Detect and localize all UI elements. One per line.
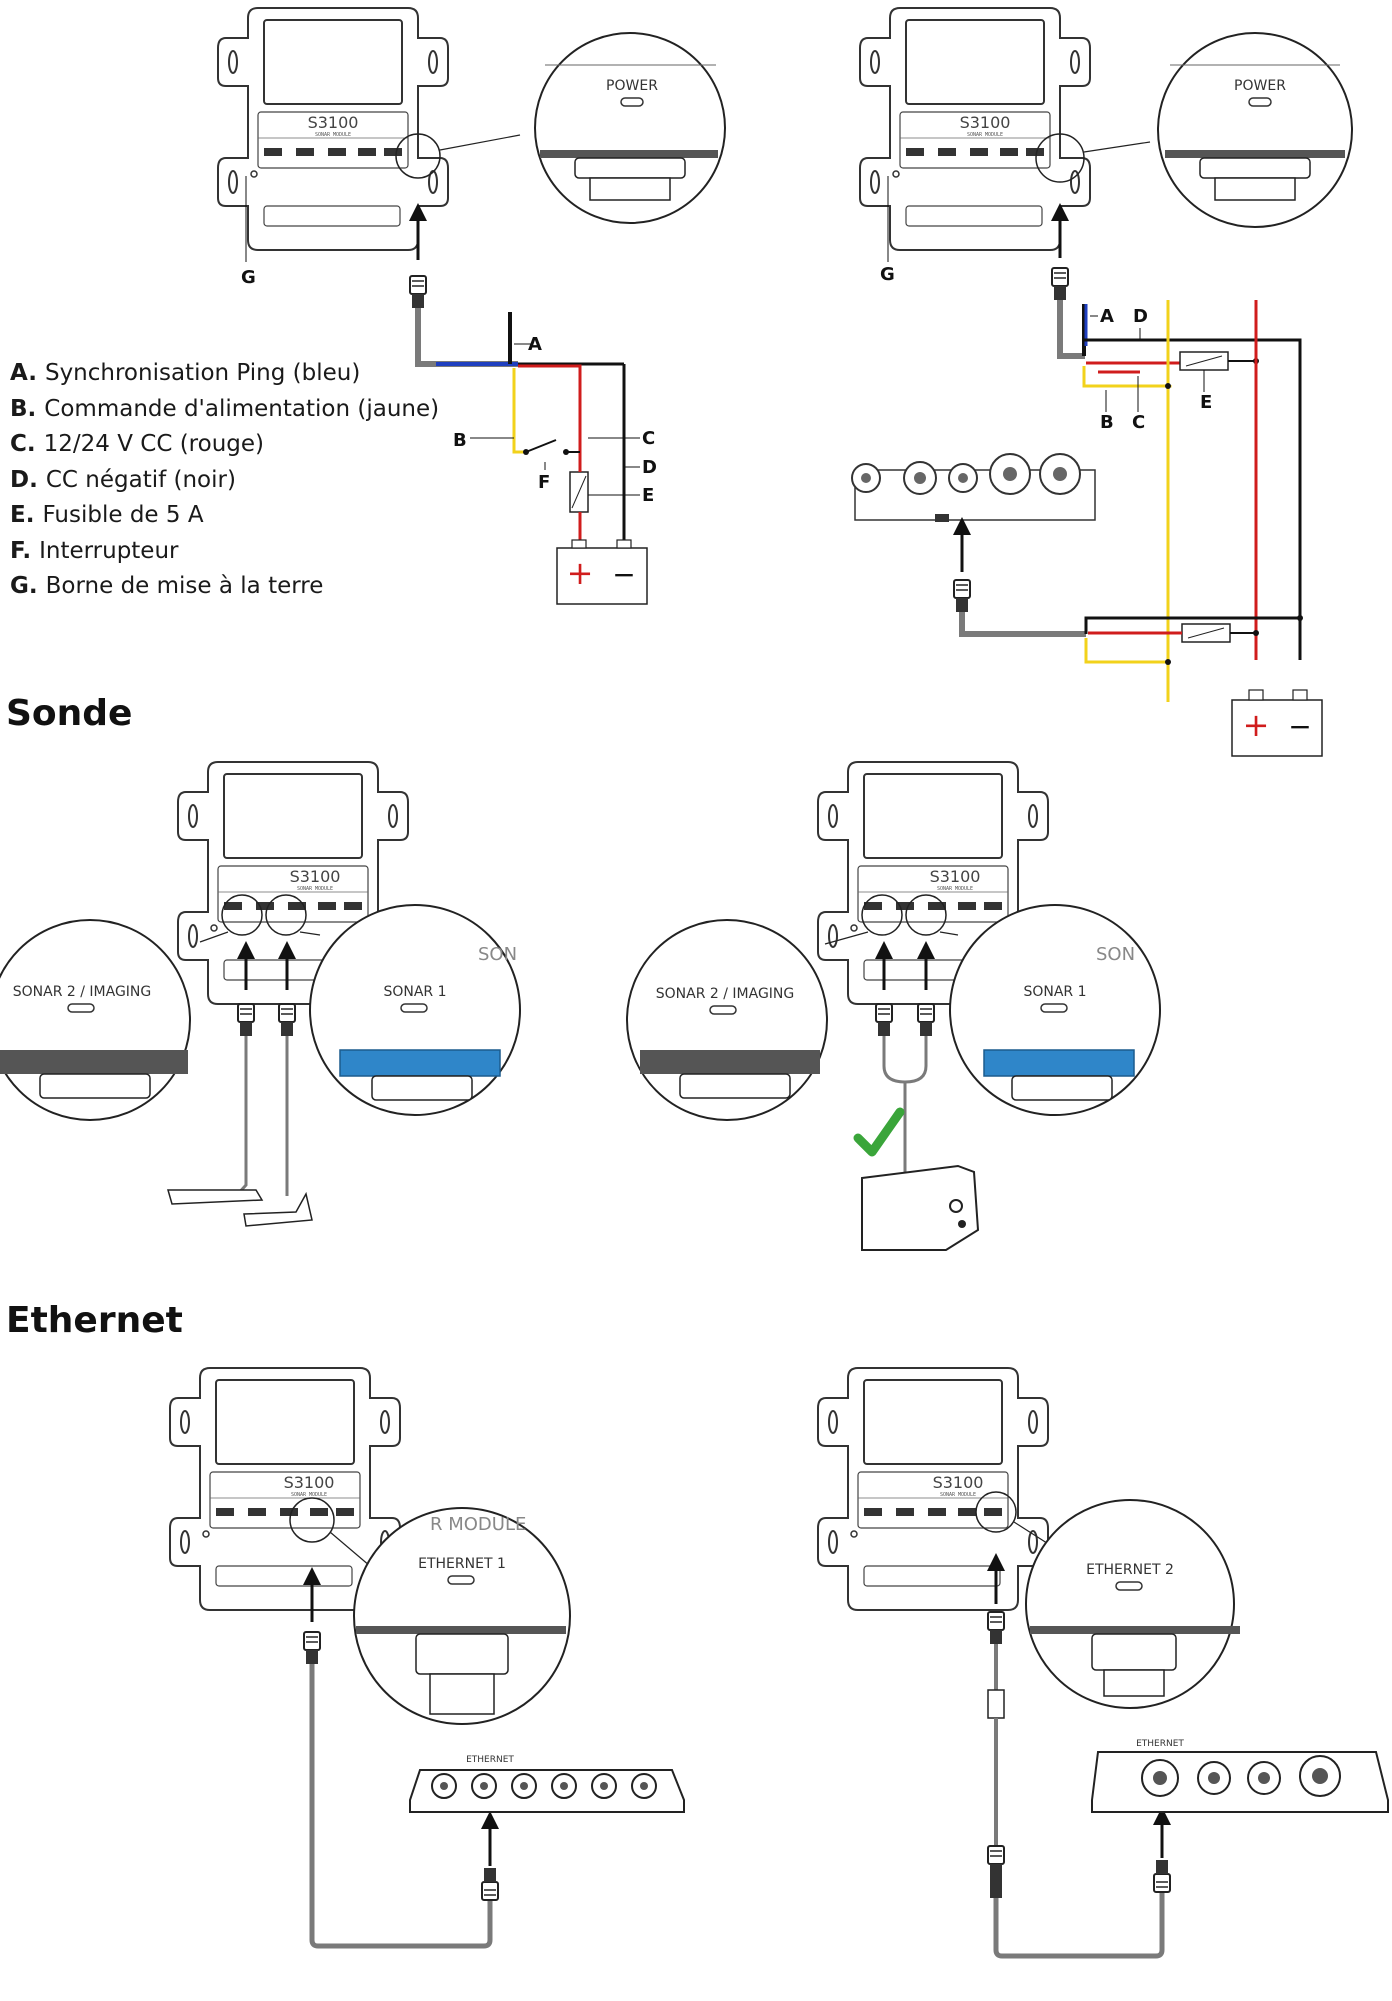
battery-minus-icon: −: [1288, 710, 1311, 743]
zoom-power-label: POWER: [606, 78, 658, 94]
positive-wire: [518, 364, 582, 456]
zoom-power-label: POWER: [1234, 78, 1286, 94]
zoom-module-partial-label: R MODULE: [430, 1514, 526, 1535]
transducer-diagram-left: S3100 SONAR MODULE SONAR 2 / IMAGING SON…: [0, 761, 521, 1227]
sonar1-port-blue: [339, 1049, 501, 1077]
battery-minus-icon: −: [612, 558, 635, 591]
callout-g: G: [880, 264, 895, 285]
transducer-left-a: [167, 1189, 264, 1205]
module-model-label: S3100: [308, 113, 359, 132]
battery-plus-icon: +: [567, 554, 594, 592]
module-subtitle-label: SONAR MODULE: [967, 132, 1003, 138]
switch-ethernet-label: ETHERNET: [466, 1755, 514, 1765]
sonar1-port-blue: [983, 1049, 1135, 1077]
callout-c: C: [642, 428, 655, 449]
section-heading-transducer: Sonde: [6, 693, 133, 734]
callout-e: E: [642, 485, 654, 506]
zoom-ethernet2-label: ETHERNET 2: [1086, 1562, 1174, 1578]
battery: [556, 547, 648, 605]
callout-c: C: [1132, 412, 1145, 433]
legend-item-f: F.Interrupteur: [10, 537, 179, 564]
wiring-legend: A.Synchronisation Ping (bleu) B.Commande…: [10, 356, 439, 605]
battery-plus-icon: +: [1243, 706, 1270, 744]
ethernet1-port-zoom: [353, 1507, 571, 1725]
checkmark-icon: [853, 1107, 905, 1157]
zoom-sonar1-label: SONAR 1: [1023, 984, 1086, 1000]
zoom-sonar2-label: SONAR 2 / IMAGING: [13, 984, 152, 1000]
transducer-diagram-right: S3100 SONAR MODULE SONAR 2 / IMAGING SON…: [626, 761, 1161, 1251]
battery: [1231, 699, 1323, 757]
zoom-ethernet1-label: ETHERNET 1: [418, 1556, 506, 1572]
callout-e: E: [1200, 392, 1212, 413]
combined-transducer: [861, 1164, 980, 1251]
legend-item-g: G.Borne de mise à la terre: [10, 573, 324, 599]
callout-a: A: [528, 334, 542, 355]
switch-ethernet-label: ETHERNET: [1136, 1739, 1184, 1749]
ethernet-adapter: [987, 1689, 1005, 1719]
legend-item-b: B.Commande d'alimentation (jaune): [10, 395, 440, 422]
module-subtitle-label: SONAR MODULE: [291, 1492, 327, 1498]
power-diagram-right: S3100 SONAR MODULE POWER G A D B: [851, 7, 1353, 757]
module-model-label: S3100: [960, 113, 1011, 132]
callout-d: D: [1133, 306, 1148, 327]
legend-item-a: A.Synchronisation Ping (bleu): [10, 360, 361, 386]
section-heading-ethernet: Ethernet: [6, 1300, 183, 1341]
legend-item-c: C.12/24 V CC (rouge): [10, 431, 264, 457]
callout-b: B: [453, 430, 467, 451]
power-port-highlight: [395, 133, 441, 179]
legend-item-e: E.Fusible de 5 A: [10, 502, 204, 528]
module-subtitle-label: SONAR MODULE: [297, 886, 333, 892]
callout-g: G: [241, 267, 256, 288]
module-subtitle-label: SONAR MODULE: [940, 1492, 976, 1498]
legend-item-d: D.CC négatif (noir): [10, 466, 236, 493]
zoom-sonar1-label: SONAR 1: [383, 984, 446, 1000]
ethernet-switch-right: ETHERNET: [1091, 1739, 1389, 1813]
zoom-sonar2-label: SONAR 2 / IMAGING: [656, 986, 795, 1002]
ethernet-diagram-left: S3100 SONAR MODULE R MODULE ETHERNET 1 E…: [169, 1367, 685, 1949]
module-model-label: S3100: [930, 867, 981, 886]
switch: [525, 439, 557, 453]
ethernet-diagram-right: S3100 SONAR MODULE ETHERNET 2 ETHERNET: [817, 1367, 1389, 1959]
ethernet2-port-zoom: [1025, 1499, 1235, 1709]
callout-b: B: [1100, 412, 1114, 433]
callout-f: F: [538, 472, 550, 493]
callout-d: D: [642, 457, 657, 478]
ethernet-switch-left: ETHERNET: [409, 1755, 685, 1813]
power-control-wire: [512, 368, 526, 454]
module-model-label: S3100: [933, 1473, 984, 1492]
transducer-left-b: [243, 1191, 313, 1227]
module-subtitle-label: SONAR MODULE: [937, 886, 973, 892]
zoom-sonar-partial-label: SON: [478, 944, 517, 965]
module-subtitle-label: SONAR MODULE: [315, 132, 351, 138]
display-port-panel: [851, 453, 1096, 522]
callout-a: A: [1100, 306, 1114, 327]
power-diagram-left: S3100 SONAR MODULE POWER G A B: [217, 7, 726, 605]
module-model-label: S3100: [284, 1473, 335, 1492]
zoom-sonar-partial-label: SON: [1096, 944, 1135, 965]
module-model-label: S3100: [290, 867, 341, 886]
